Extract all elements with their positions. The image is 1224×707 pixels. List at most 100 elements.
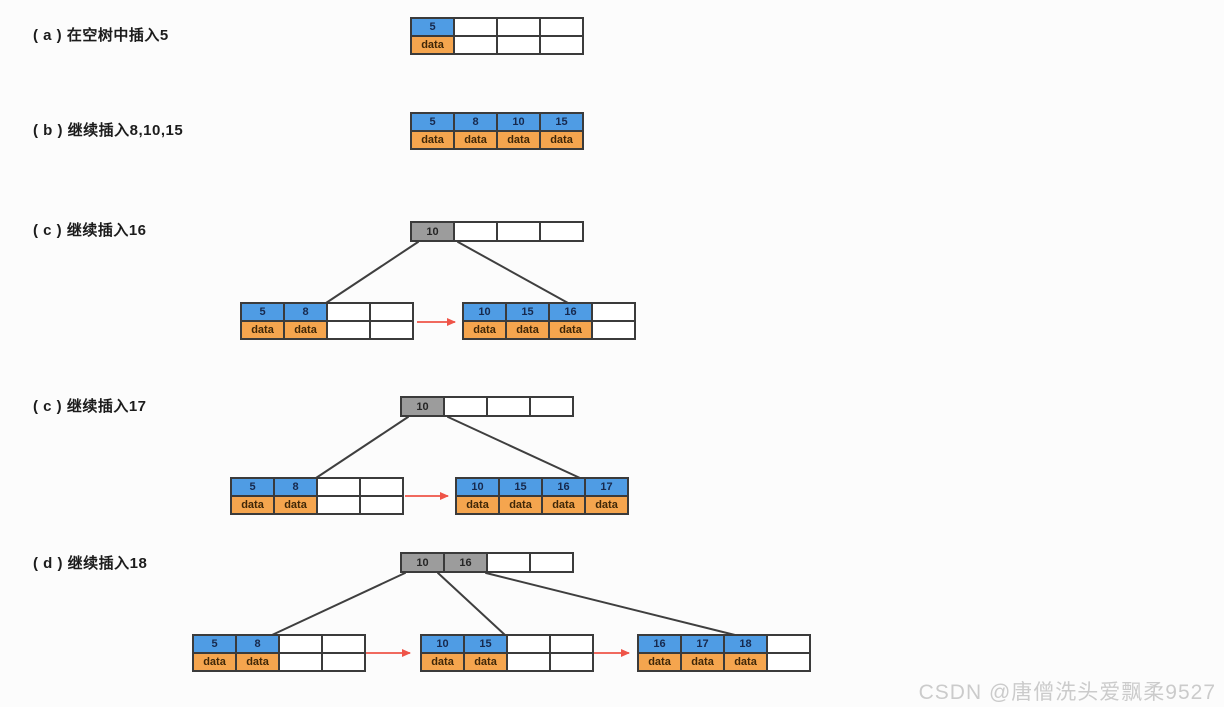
key-cell: 15 bbox=[539, 112, 584, 132]
empty-cell bbox=[529, 552, 574, 573]
empty-cell bbox=[369, 320, 414, 340]
empty-cell bbox=[453, 17, 498, 37]
key-cell: 15 bbox=[505, 302, 550, 322]
watermark: CSDN @唐僧洗头爱飘柔9527 bbox=[918, 681, 1216, 704]
data-cell: data bbox=[548, 320, 593, 340]
key-cell: 10 bbox=[496, 112, 541, 132]
internal-node: 10 bbox=[410, 221, 584, 242]
empty-cell bbox=[766, 652, 811, 672]
internal-node: 10 bbox=[400, 396, 574, 417]
data-cell: data bbox=[453, 130, 498, 150]
empty-cell bbox=[453, 35, 498, 55]
data-cell: data bbox=[283, 320, 328, 340]
key-cell: 8 bbox=[283, 302, 328, 322]
empty-cell bbox=[326, 320, 371, 340]
empty-cell bbox=[369, 302, 414, 322]
stage-label: ( a ) 在空树中插入5 bbox=[33, 27, 169, 44]
key-cell: 10 bbox=[420, 634, 465, 654]
stage-label: ( b ) 继续插入8,10,15 bbox=[33, 122, 184, 139]
empty-cell bbox=[549, 652, 594, 672]
data-cell: data bbox=[235, 652, 280, 672]
data-cell: data bbox=[240, 320, 285, 340]
key-cell: 16 bbox=[548, 302, 593, 322]
key-cell: 5 bbox=[410, 112, 455, 132]
tree-edge bbox=[271, 572, 406, 636]
empty-cell bbox=[278, 652, 323, 672]
empty-cell bbox=[278, 634, 323, 654]
data-cell: data bbox=[420, 652, 465, 672]
key-cell: 5 bbox=[192, 634, 237, 654]
empty-cell bbox=[316, 495, 361, 515]
stage-label: ( c ) 继续插入16 bbox=[33, 222, 147, 239]
data-cell: data bbox=[230, 495, 275, 515]
stage-label: ( c ) 继续插入17 bbox=[33, 398, 147, 415]
data-cell: data bbox=[723, 652, 768, 672]
empty-cell bbox=[486, 396, 531, 417]
key-cell: 16 bbox=[541, 477, 586, 497]
data-cell: data bbox=[498, 495, 543, 515]
data-cell: data bbox=[192, 652, 237, 672]
tree-edge bbox=[325, 241, 419, 304]
key-cell: 17 bbox=[584, 477, 629, 497]
key-cell: 5 bbox=[230, 477, 275, 497]
key-cell: 10 bbox=[400, 552, 445, 573]
empty-cell bbox=[321, 652, 366, 672]
empty-cell bbox=[486, 552, 531, 573]
data-cell: data bbox=[273, 495, 318, 515]
stage-label: ( d ) 继续插入18 bbox=[33, 555, 148, 572]
data-cell: data bbox=[455, 495, 500, 515]
key-cell: 10 bbox=[455, 477, 500, 497]
key-cell: 5 bbox=[410, 17, 455, 37]
empty-cell bbox=[539, 221, 584, 242]
empty-cell bbox=[549, 634, 594, 654]
data-cell: data bbox=[680, 652, 725, 672]
data-cell: data bbox=[410, 130, 455, 150]
empty-cell bbox=[496, 221, 541, 242]
data-cell: data bbox=[496, 130, 541, 150]
tree-edge bbox=[457, 241, 569, 304]
empty-cell bbox=[321, 634, 366, 654]
key-cell: 15 bbox=[463, 634, 508, 654]
key-cell: 5 bbox=[240, 302, 285, 322]
key-cell: 18 bbox=[723, 634, 768, 654]
empty-cell bbox=[506, 634, 551, 654]
tree-edge bbox=[485, 572, 736, 636]
empty-cell bbox=[539, 35, 584, 55]
data-cell: data bbox=[505, 320, 550, 340]
empty-cell bbox=[316, 477, 361, 497]
empty-cell bbox=[496, 17, 541, 37]
empty-cell bbox=[539, 17, 584, 37]
data-cell: data bbox=[541, 495, 586, 515]
empty-cell bbox=[453, 221, 498, 242]
key-cell: 10 bbox=[462, 302, 507, 322]
data-cell: data bbox=[637, 652, 682, 672]
empty-cell bbox=[496, 35, 541, 55]
data-cell: data bbox=[462, 320, 507, 340]
data-cell: data bbox=[584, 495, 629, 515]
empty-cell bbox=[506, 652, 551, 672]
empty-cell bbox=[359, 495, 404, 515]
key-cell: 10 bbox=[400, 396, 445, 417]
data-cell: data bbox=[410, 35, 455, 55]
empty-cell bbox=[766, 634, 811, 654]
key-cell: 17 bbox=[680, 634, 725, 654]
key-cell: 10 bbox=[410, 221, 455, 242]
empty-cell bbox=[443, 396, 488, 417]
empty-cell bbox=[359, 477, 404, 497]
key-cell: 8 bbox=[235, 634, 280, 654]
empty-cell bbox=[326, 302, 371, 322]
empty-cell bbox=[529, 396, 574, 417]
key-cell: 15 bbox=[498, 477, 543, 497]
tree-edge bbox=[437, 572, 506, 636]
key-cell: 16 bbox=[637, 634, 682, 654]
